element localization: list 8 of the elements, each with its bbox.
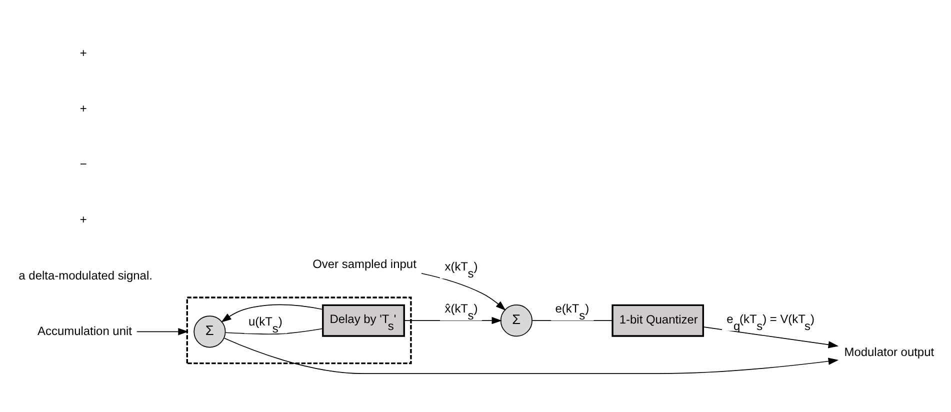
label: a delta-modulated signal. — [18, 268, 152, 282]
label: + — [80, 46, 87, 60]
node-text: Accumulation unit — [38, 324, 132, 338]
node-text: Modulator output — [844, 345, 934, 360]
label: + — [80, 212, 87, 227]
node-text: Over sampled input — [312, 257, 416, 272]
label: − — [80, 157, 87, 172]
label: + — [80, 102, 87, 116]
